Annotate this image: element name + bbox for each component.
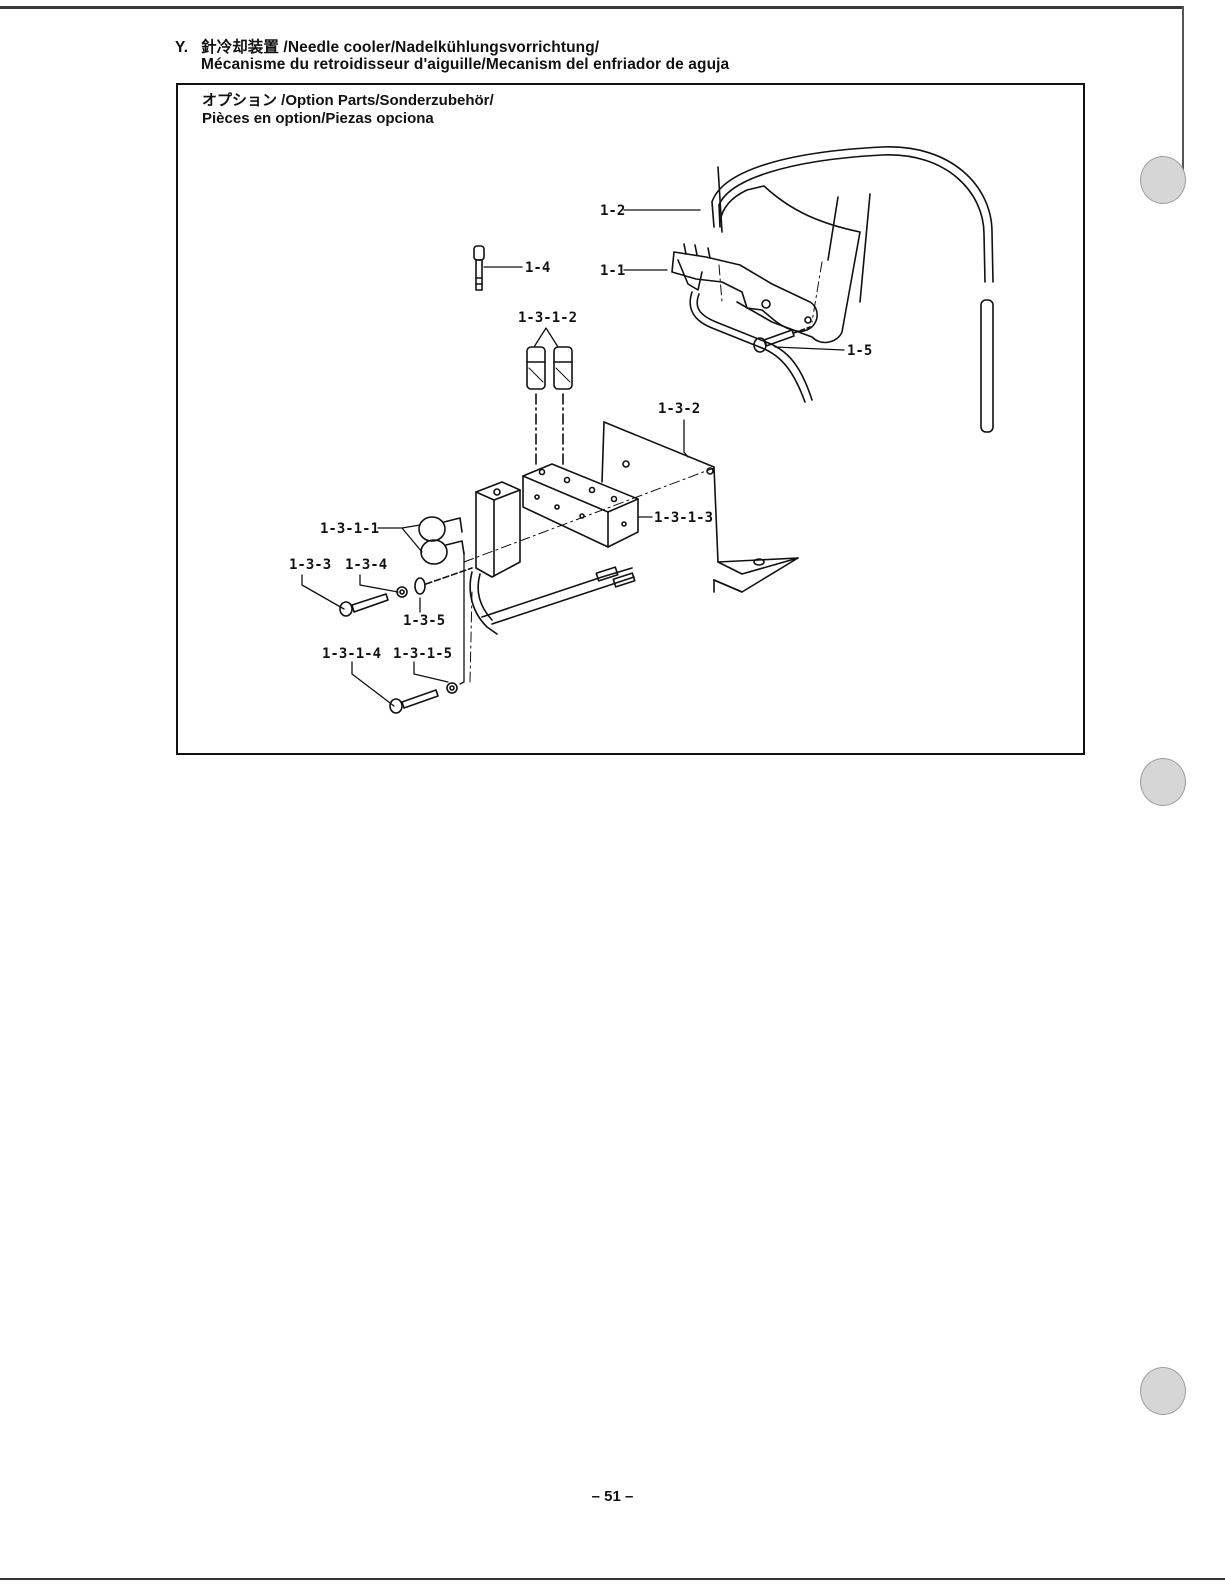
nozzle-bracket-1-1-drawing [672,244,817,402]
label-1-3-1-3: 1-3-1-3 [654,510,713,526]
manifold-block-1-3-1-3-drawing [523,464,638,547]
label-1-3-4: 1-3-4 [345,557,387,573]
leader-lines [302,210,844,706]
section-heading: Y.針冷却装置 /Needle cooler/Nadelkühlungsvorr… [175,39,729,73]
binder-hole-middle [1140,758,1186,806]
solenoid-valve-drawing [470,482,635,634]
label-1-3-5: 1-3-5 [403,613,445,629]
mounting-plate-1-3-2-drawing [602,422,798,592]
section-letter: Y. [175,39,201,56]
air-tube-1-2-drawing [712,147,993,432]
label-1-3-1-4: 1-3-1-4 [322,646,381,662]
label-1-3-3: 1-3-3 [289,557,331,573]
label-1-3-1-2: 1-3-1-2 [518,310,577,326]
label-1-2: 1-2 [600,203,625,219]
fittings-1-3-1-1-drawing [419,517,464,564]
label-1-3-1-1: 1-3-1-1 [320,521,379,537]
couplings-1-3-1-2-drawing [527,347,572,467]
exploded-parts-diagram: 1-2 1-1 1-4 1-5 1-3-1-2 1-3-2 1-3-1-3 1-… [178,85,1083,753]
option-parts-frame: オプション /Option Parts/Sonderzubehör/ Pièce… [176,83,1085,755]
label-1-3-2: 1-3-2 [658,401,700,417]
arm-housing-drawing [718,167,870,342]
bottom-border-rule [0,1578,1225,1580]
label-1-5: 1-5 [847,343,872,359]
page-number: – 51 – [0,1488,1225,1505]
top-border-rule [0,6,1184,9]
fitting-1-4-drawing [474,246,484,290]
right-border-rule [1182,6,1184,176]
heading-line-2: Mécanisme du retroidisseur d'aiguille/Me… [175,56,729,73]
screw-1-3-1-4-drawing [390,683,457,713]
label-1-4: 1-4 [525,260,550,276]
label-1-1: 1-1 [600,263,625,279]
binder-hole-top [1140,156,1186,204]
label-1-3-1-5: 1-3-1-5 [393,646,452,662]
heading-line-1: 針冷却装置 /Needle cooler/Nadelkühlungsvorric… [201,39,599,56]
binder-hole-bottom [1140,1367,1186,1415]
part-labels: 1-2 1-1 1-4 1-5 1-3-1-2 1-3-2 1-3-1-3 1-… [289,203,872,662]
